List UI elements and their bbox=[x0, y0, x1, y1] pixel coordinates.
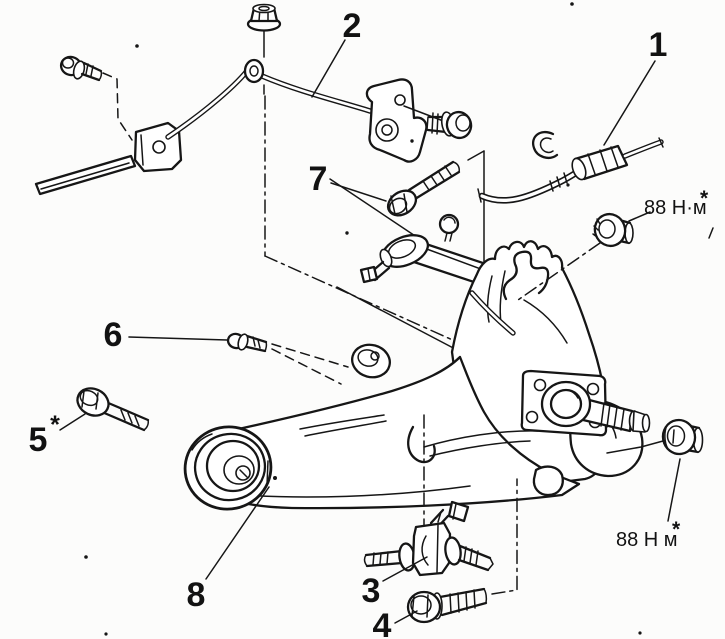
bolt-5 bbox=[76, 387, 150, 432]
hose-guide-bracket bbox=[502, 250, 550, 301]
torque-label-top-star: * bbox=[700, 187, 709, 210]
bolt-top-left bbox=[59, 55, 133, 141]
torque-label-bottom-star: * bbox=[672, 518, 681, 541]
torque-label-bottom: 88 Н м bbox=[616, 529, 678, 551]
flange-nut-top bbox=[246, 3, 282, 95]
callout-2: 2 bbox=[343, 7, 362, 45]
axle-nut bbox=[606, 418, 704, 522]
cam-slot-hook bbox=[407, 425, 436, 464]
bolt-4 bbox=[406, 478, 518, 624]
callout-7: 7 bbox=[309, 160, 328, 198]
cam-adjuster bbox=[363, 414, 494, 577]
nut-leader-dash-top bbox=[517, 242, 601, 301]
brake-hose bbox=[477, 130, 664, 204]
callout-1: 1 bbox=[649, 26, 668, 64]
hose-union-bracket bbox=[365, 78, 447, 163]
callout-3: 3 bbox=[362, 572, 381, 610]
scan-specks bbox=[84, 2, 714, 636]
callout-5-star: * bbox=[50, 411, 60, 439]
arm-bushing bbox=[183, 425, 277, 511]
center-leader-lines bbox=[264, 95, 467, 347]
hose-clip bbox=[531, 130, 559, 159]
torque-label-top: 88 Н·м bbox=[644, 197, 707, 219]
pipe-sleeve bbox=[34, 154, 137, 196]
arm-front-boss bbox=[351, 343, 391, 379]
callout-leader-lines bbox=[59, 39, 656, 624]
callout-8: 8 bbox=[187, 576, 206, 614]
brake-pipe bbox=[34, 58, 373, 196]
bolt-6 bbox=[226, 332, 349, 385]
callout-4: 4 bbox=[373, 607, 392, 639]
pipe-loop-eye bbox=[243, 58, 265, 84]
callout-6: 6 bbox=[104, 316, 123, 354]
hub-flange-spindle bbox=[520, 369, 651, 437]
union-bolt bbox=[426, 110, 473, 140]
callout-5: 5 bbox=[29, 421, 48, 459]
bolt-7 bbox=[386, 160, 461, 217]
strut-nut bbox=[592, 211, 651, 248]
